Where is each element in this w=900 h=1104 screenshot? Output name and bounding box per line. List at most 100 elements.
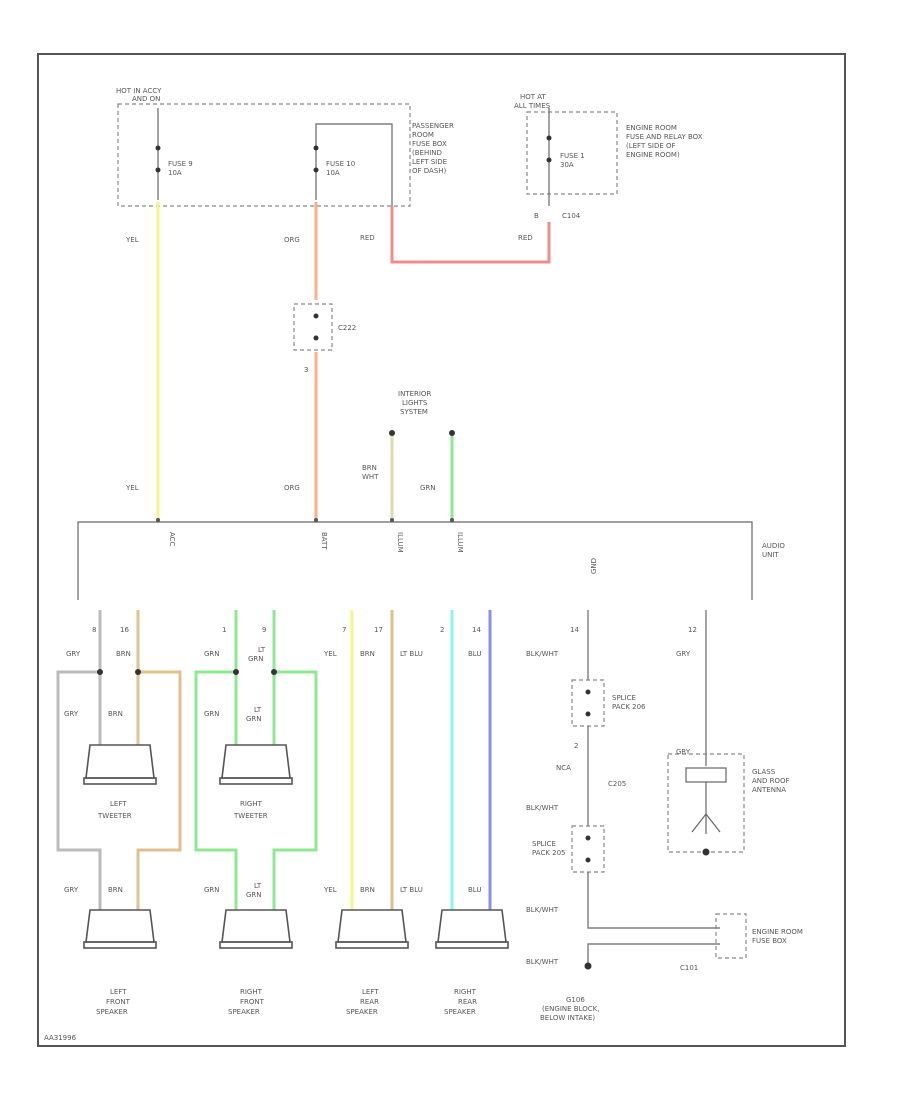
left-front-speaker-label: LEFT FRONT SPEAKER	[96, 988, 131, 1016]
left-tweeter-label: LEFT TWEETER	[97, 800, 132, 820]
lbl-grn-tw: GRN	[204, 710, 220, 718]
svg-text:LEFT: LEFT	[362, 988, 379, 996]
antenna-element	[685, 767, 727, 783]
svg-text:G106: G106	[566, 996, 585, 1004]
wire-grn-right	[194, 610, 238, 910]
pin-num-1: 1	[222, 626, 226, 634]
lbl-grn-tw-2: GRN	[246, 715, 262, 723]
c222-label: C222	[338, 324, 356, 332]
splice-dot-brn-left	[135, 669, 141, 675]
svg-text:PASSENGER: PASSENGER	[412, 122, 454, 130]
right-rear-speaker-label: RIGHT REAR SPEAKER	[444, 988, 477, 1016]
svg-text:30A: 30A	[560, 161, 574, 169]
svg-text:ROOM: ROOM	[412, 131, 434, 139]
svg-text:RIGHT: RIGHT	[240, 800, 263, 808]
lbl-gry-tw: GRY	[64, 710, 79, 718]
pin-num-8: 8	[92, 626, 96, 634]
c101-label: C101	[680, 964, 698, 972]
pin-num-7: 7	[342, 626, 346, 634]
engine-room-fuse-box-label: ENGINE ROOM FUSE BOX	[752, 928, 803, 945]
right-tweeter-icon	[219, 744, 293, 785]
wire-label-org-top: ORG	[284, 236, 300, 244]
svg-text:RIGHT: RIGHT	[240, 988, 263, 996]
lbl-brn-2: BRN	[360, 650, 375, 658]
connector-c222	[293, 303, 333, 351]
splice206-label: SPLICE	[612, 694, 636, 702]
svg-text:REAR: REAR	[458, 998, 477, 1006]
nca-label: NCA	[556, 764, 571, 772]
svg-text:FRONT: FRONT	[106, 998, 131, 1006]
splice-pack-205	[571, 825, 605, 873]
svg-text:GLASS: GLASS	[752, 768, 776, 776]
pin-illum-2: ILLUM	[456, 532, 464, 553]
antenna-ground-dot	[702, 848, 710, 856]
svg-text:LIGHTS: LIGHTS	[402, 399, 428, 407]
c222-pin-dot	[313, 313, 319, 319]
wire-brn-left	[136, 670, 182, 910]
audio-unit-label: AUDIO	[762, 542, 785, 550]
lbl-grn-rf-2: GRN	[246, 891, 262, 899]
pin-num-9: 9	[262, 626, 266, 634]
antenna-label: GLASS AND ROOF ANTENNA	[752, 768, 790, 794]
wire-label-brn: BRN	[362, 464, 377, 472]
antenna-icon	[691, 782, 721, 834]
left-tweeter-icon	[83, 744, 157, 785]
c205-pin-2: 2	[574, 742, 578, 750]
diagram-frame	[37, 53, 846, 1047]
left-rear-speaker-label: LEFT REAR SPEAKER	[346, 988, 379, 1016]
svg-text:ENGINE ROOM: ENGINE ROOM	[626, 124, 677, 132]
passenger-fuse-box-label: PASSENGER ROOM FUSE BOX (BEHIND LEFT SID…	[412, 122, 454, 175]
passenger-fuse-box	[117, 103, 411, 207]
svg-text:REAR: REAR	[360, 998, 379, 1006]
svg-text:FUSE AND RELAY BOX: FUSE AND RELAY BOX	[626, 133, 703, 141]
svg-text:SPEAKER: SPEAKER	[346, 1008, 378, 1016]
svg-text:SPEAKER: SPEAKER	[444, 1008, 476, 1016]
c222-pin-dot-2	[313, 335, 319, 341]
lbl-blu-1: BLU	[468, 650, 481, 658]
audio-unit-label-2: UNIT	[762, 551, 779, 559]
wire-label-grn-illum: GRN	[420, 484, 436, 492]
wire-label-red-right: RED	[518, 234, 533, 242]
ground-g106-dot	[584, 962, 592, 970]
wire-label-yel-top: YEL	[125, 236, 139, 244]
lbl-brn-lf: BRN	[108, 886, 123, 894]
wire-label-wht: WHT	[362, 473, 379, 481]
splice205-label-2: PACK 205	[532, 849, 566, 857]
lbl-yel-lr: YEL	[323, 886, 337, 894]
wire-red	[390, 206, 551, 264]
lbl-blkwht-3: BLK/WHT	[526, 906, 559, 914]
pin-num-17: 17	[374, 626, 383, 634]
right-front-speaker-icon	[219, 909, 293, 949]
lbl-blkwht-4: BLK/WHT	[526, 958, 559, 966]
svg-text:AND ROOF: AND ROOF	[752, 777, 790, 785]
wire-blkwht-gnd-4	[587, 943, 720, 966]
lbl-lt-tw: LT	[254, 706, 262, 714]
lbl-yel-2: YEL	[323, 650, 337, 658]
lbl-blkwht-1: BLK/WHT	[526, 650, 559, 658]
left-front-speaker-icon	[83, 909, 157, 949]
splice-dot-ltgrn-right	[271, 669, 277, 675]
lbl-brn-tw: BRN	[108, 710, 123, 718]
splice206-dot-2	[585, 711, 591, 717]
pin-num-14: 14	[472, 626, 481, 634]
svg-text:FUSE BOX: FUSE BOX	[752, 937, 787, 945]
hot-acc-label-2: AND ON	[132, 95, 160, 103]
pin-num-14b: 14	[570, 626, 579, 634]
svg-text:10A: 10A	[168, 169, 182, 177]
c104-pin-label: B	[534, 212, 539, 220]
lbl-gry-1: GRY	[66, 650, 81, 658]
svg-text:FUSE 9: FUSE 9	[168, 160, 193, 168]
splice-dot-grn-right	[233, 669, 239, 675]
lbl-lt-1: LT	[258, 646, 266, 654]
hot-at-label: HOT AT	[520, 93, 547, 101]
svg-text:BELOW INTAKE): BELOW INTAKE)	[540, 1014, 595, 1022]
svg-text:LEFT SIDE: LEFT SIDE	[412, 158, 447, 166]
left-rear-speaker-icon	[335, 909, 409, 949]
right-tweeter-label: RIGHT TWEETER	[233, 800, 268, 820]
pin-num-2: 2	[440, 626, 444, 634]
engine-fuse-relay-box	[526, 111, 618, 195]
lbl-grn-2: GRN	[248, 655, 264, 663]
interior-lights-terminal-2	[449, 430, 455, 436]
interior-lights-label: INTERIOR LIGHTS SYSTEM	[398, 390, 431, 416]
